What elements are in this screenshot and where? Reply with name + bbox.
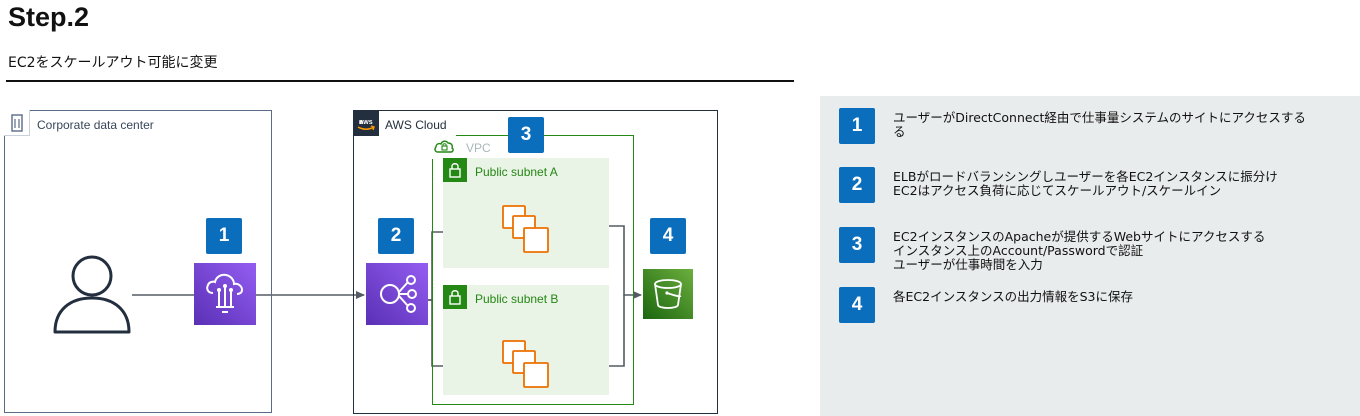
vpc-cloud-icon [432,135,456,159]
step-4-line-1: 各EC2インスタンスの出力情報をS3に保存 [893,289,1133,304]
ec2-instances-icon [500,203,552,255]
step-number-3: 3 [839,227,875,263]
page-subtitle: EC2をスケールアウト可能に変更 [8,55,218,71]
step-2-line-2: EC2はアクセス負荷に応じてスケールアウト/スケールイン [893,183,1222,198]
direct-connect-icon [194,263,256,325]
step-badge-2: 2 [378,218,414,254]
vpc-label: VPC [466,141,491,155]
ec2-instances-icon [500,338,552,390]
user-icon [50,254,134,334]
step-2-text: ELBがロードバランシングしユーザーを各EC2インスタンスに振分け EC2はアク… [893,170,1343,198]
step-3-text: EC2インスタンスのApacheが提供するWebサイトにアクセスする インスタン… [893,230,1343,272]
aws-cloud-group [353,110,718,414]
step-1-line-2: る [893,124,906,139]
s3-bucket-icon [643,269,693,319]
step-badge-3: 3 [508,117,544,153]
lock-icon [443,158,467,182]
public-subnet-a-label: Public subnet A [475,165,558,179]
step-1-text: ユーザーがDirectConnect経由で仕事量システムのサイトにアクセスする … [893,111,1343,139]
svg-text:aws: aws [359,119,372,126]
step-number-4: 4 [839,287,875,323]
step-2-line-1: ELBがロードバランシングしユーザーを各EC2インスタンスに振分け [893,169,1278,184]
step-badge-1: 1 [206,218,242,254]
step-number-2: 2 [839,167,875,203]
corporate-data-center-label: Corporate data center [37,118,154,132]
step-4-text: 各EC2インスタンスの出力情報をS3に保存 [893,290,1343,304]
page-title: Step.2 [8,2,90,32]
step-3-line-3: ユーザーが仕事時間を入力 [893,257,1043,272]
step-3-line-2: インスタンス上のAccount/Passwordで認証 [893,243,1144,258]
step-1-line-1: ユーザーがDirectConnect経由で仕事量システムのサイトにアクセスする [893,110,1306,125]
step-number-1: 1 [839,108,875,144]
title-underline [6,80,794,82]
aws-cloud-label: AWS Cloud [385,118,447,132]
elb-icon [366,263,428,325]
aws-logo-icon: aws [353,110,379,136]
lock-icon [443,285,467,309]
corporate-data-center-group [4,110,272,413]
public-subnet-b-label: Public subnet B [475,292,559,306]
building-icon [4,110,30,136]
step-badge-4: 4 [650,218,686,254]
steps-panel [820,96,1360,416]
step-3-line-1: EC2インスタンスのApacheが提供するWebサイトにアクセスする [893,229,1266,244]
